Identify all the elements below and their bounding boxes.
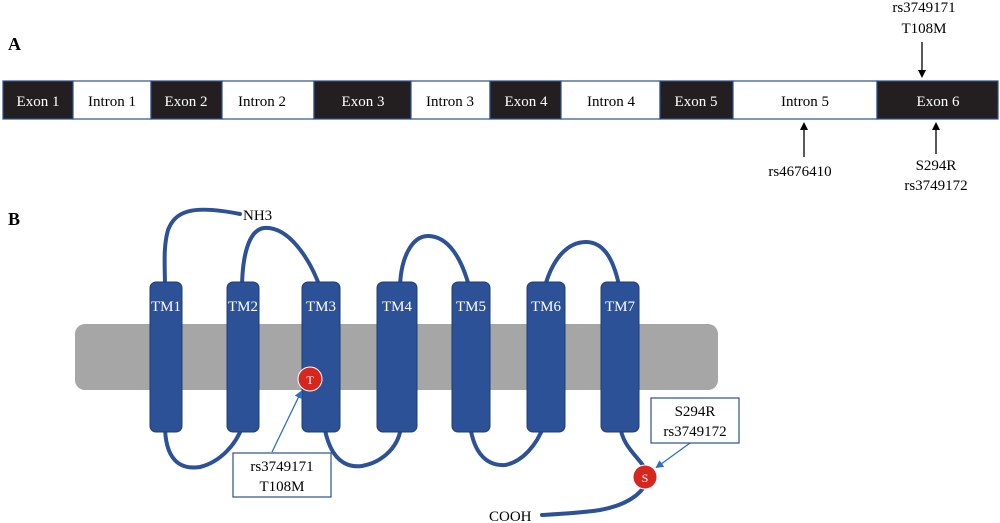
- variant-s-marker: S: [632, 464, 658, 490]
- intracellular-loop-tm5-tm6: [468, 423, 546, 468]
- helix-tm7-label: TM7: [605, 299, 636, 315]
- intron-1: Intron 1: [72, 80, 152, 120]
- intracellular-loop-tm1-tm2: [163, 423, 245, 470]
- intron-5: Intron 5: [732, 80, 878, 120]
- panel-a-label: A: [8, 34, 21, 54]
- exon-2-label: Exon 2: [165, 94, 208, 110]
- helix-tm5-label: TM5: [456, 299, 486, 315]
- exon-4-label: Exon 4: [505, 94, 548, 110]
- n-terminus-label: NH3: [243, 208, 272, 224]
- exon-4: Exon 4: [489, 80, 562, 120]
- helix-tm1: TM1: [149, 281, 183, 433]
- helix-tm2: TM2: [226, 281, 260, 433]
- helix-tm4: TM4: [376, 281, 418, 433]
- variant-s-callout-line1: S294R: [675, 404, 716, 420]
- exon-5: Exon 5: [659, 80, 734, 120]
- helix-tm3-label: TM3: [306, 299, 336, 315]
- helix-tm1-label: TM1: [151, 299, 181, 315]
- exon-6-label: Exon 6: [917, 94, 960, 110]
- intron-4: Intron 4: [560, 80, 661, 120]
- n-terminal-tail: [162, 207, 242, 292]
- exon-1-label: Exon 1: [17, 94, 60, 110]
- variant-t-callout: rs3749171 T108M: [232, 452, 332, 498]
- helix-tm6: TM6: [526, 281, 566, 433]
- helix-tm4-label: TM4: [382, 299, 413, 315]
- protein-chain: [162, 207, 649, 517]
- exon-1: Exon 1: [2, 80, 74, 120]
- snp-bottom-line2: rs3749172: [904, 178, 967, 194]
- exon-6: Exon 6: [876, 80, 999, 120]
- snp-bottom-line1: S294R: [916, 158, 957, 174]
- variant-t-letter: T: [306, 373, 314, 387]
- helix-tm3: TM3: [301, 281, 341, 433]
- exon-5-label: Exon 5: [675, 94, 718, 110]
- helix-tm6-label: TM6: [531, 299, 562, 315]
- variant-s-pointer: [655, 442, 691, 469]
- panel-b-label: B: [8, 209, 20, 229]
- extracellular-loop-tm4-tm5: [398, 233, 472, 292]
- variant-t-callout-line1: rs3749171: [250, 459, 313, 475]
- helix-tm5: TM5: [451, 281, 491, 433]
- intron-3-label: Intron 3: [426, 94, 474, 110]
- c-terminal-tail: [540, 423, 649, 517]
- gene-structure: Exon 1 Intron 1 Exon 2 Intron 2 Exon 3 I…: [2, 80, 999, 120]
- extracellular-loop-tm6-tm7: [542, 239, 622, 292]
- variant-s-callout: S294R rs3749172: [650, 397, 740, 444]
- variant-t-callout-line2: T108M: [260, 479, 305, 495]
- variant-s-letter: S: [642, 471, 649, 485]
- intracellular-loop-tm3-tm4: [322, 423, 403, 469]
- extracellular-loop-tm2-tm3: [240, 225, 323, 292]
- intron-1-label: Intron 1: [88, 94, 136, 110]
- intron-2-label: Intron 2: [238, 94, 286, 110]
- intron-4-label: Intron 4: [587, 94, 635, 110]
- variant-t-marker: T: [297, 366, 323, 392]
- intron-3: Intron 3: [410, 80, 491, 120]
- c-terminus-label: COOH: [489, 509, 532, 523]
- snp-top-line2: T108M: [902, 21, 947, 37]
- exon-2: Exon 2: [150, 80, 223, 120]
- exon-3-label: Exon 3: [342, 94, 385, 110]
- helix-tm2-label: TM2: [228, 299, 258, 315]
- intron-5-label: Intron 5: [781, 94, 829, 110]
- helix-tm7: TM7: [600, 281, 640, 433]
- variant-s-callout-line2: rs3749172: [663, 424, 726, 440]
- exon-3: Exon 3: [313, 80, 412, 120]
- snp-top-line1: rs3749171: [892, 0, 955, 16]
- snp-intron5-label: rs4676410: [768, 164, 831, 180]
- intron-2: Intron 2: [221, 80, 315, 120]
- variant-t-pointer: [271, 390, 302, 453]
